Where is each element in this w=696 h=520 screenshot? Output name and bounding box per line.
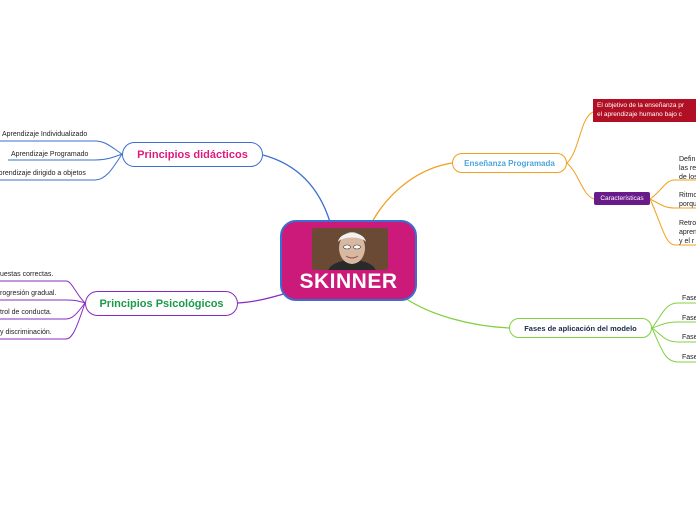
link-central-fases [404, 297, 510, 329]
topic-principios-psicologicos[interactable]: Principios Psicológicos [85, 291, 238, 316]
leaf-fase-2[interactable]: Fase [682, 315, 696, 322]
char-item-3[interactable]: Retro apren y el r [679, 219, 696, 246]
objective-line-2: el aprendizaje humano bajo c [597, 111, 682, 118]
char-item-2-line-2: porqu [679, 201, 696, 208]
leaf-fase-1[interactable]: Fase [682, 295, 696, 302]
char-item-2-line-1: Ritmo [679, 192, 696, 199]
leaf-psicologicos-3[interactable]: trol de conducta. [0, 309, 52, 316]
char-item-1-line-2: las re [679, 165, 696, 172]
leaf-fase-4[interactable]: Fase [682, 354, 696, 361]
char-item-3-line-2: apren [679, 229, 696, 236]
link-didacticos-leaf3 [94, 153, 123, 181]
topic-label: Fases de aplicación del modelo [524, 323, 637, 333]
topic-fases-aplicacion[interactable]: Fases de aplicación del modelo [509, 318, 652, 338]
topic-principios-didacticos[interactable]: Principios didácticos [122, 142, 263, 167]
leaf-didacticos-3[interactable]: Aprendizaje dirigido a objetos [0, 170, 86, 177]
link-central-psicologicos [237, 292, 288, 304]
objective-box[interactable]: El objetivo de la enseñanza pr el aprend… [593, 99, 696, 122]
char-item-3-line-1: Retro [679, 220, 696, 227]
link-central-didacticos [262, 154, 331, 223]
leaf-psicologicos-1[interactable]: uestas correctas. [0, 271, 54, 278]
leaf-didacticos-2[interactable]: Aprendizaje Programado [11, 151, 89, 158]
char-item-3-line-3: y el r [679, 238, 695, 245]
topic-label: Enseñanza Programada [464, 158, 555, 168]
central-topic[interactable]: SKINNER [280, 220, 417, 301]
objective-line-1: El objetivo de la enseñanza pr [597, 102, 685, 109]
leaf-fase-3[interactable]: Fase [682, 334, 696, 341]
caracteristicas-box[interactable]: Características [594, 192, 650, 205]
link-central-ensenanza [371, 162, 453, 223]
leaf-didacticos-1[interactable]: Aprendizaje Individualizado [2, 131, 88, 138]
central-title: SKINNER [299, 270, 398, 293]
topic-ensenanza-programada[interactable]: Enseñanza Programada [452, 153, 567, 173]
leaf-psicologicos-2[interactable]: rogresión gradual. [0, 290, 57, 297]
char-item-1-line-3: de los [679, 174, 696, 181]
link-didacticos-leaf2 [94, 153, 123, 161]
char-item-1[interactable]: Defin las re de los [679, 155, 696, 182]
topic-label: Principios didácticos [137, 148, 248, 161]
leaf-psicologicos-4[interactable]: y discriminación. [0, 329, 52, 336]
portrait-photo [312, 228, 388, 270]
char-item-2[interactable]: Ritmo porqu [679, 191, 696, 209]
char-item-1-line-1: Defin [679, 156, 696, 163]
topic-label: Principios Psicológicos [99, 297, 224, 310]
link-didacticos-leaf1 [94, 140, 123, 155]
